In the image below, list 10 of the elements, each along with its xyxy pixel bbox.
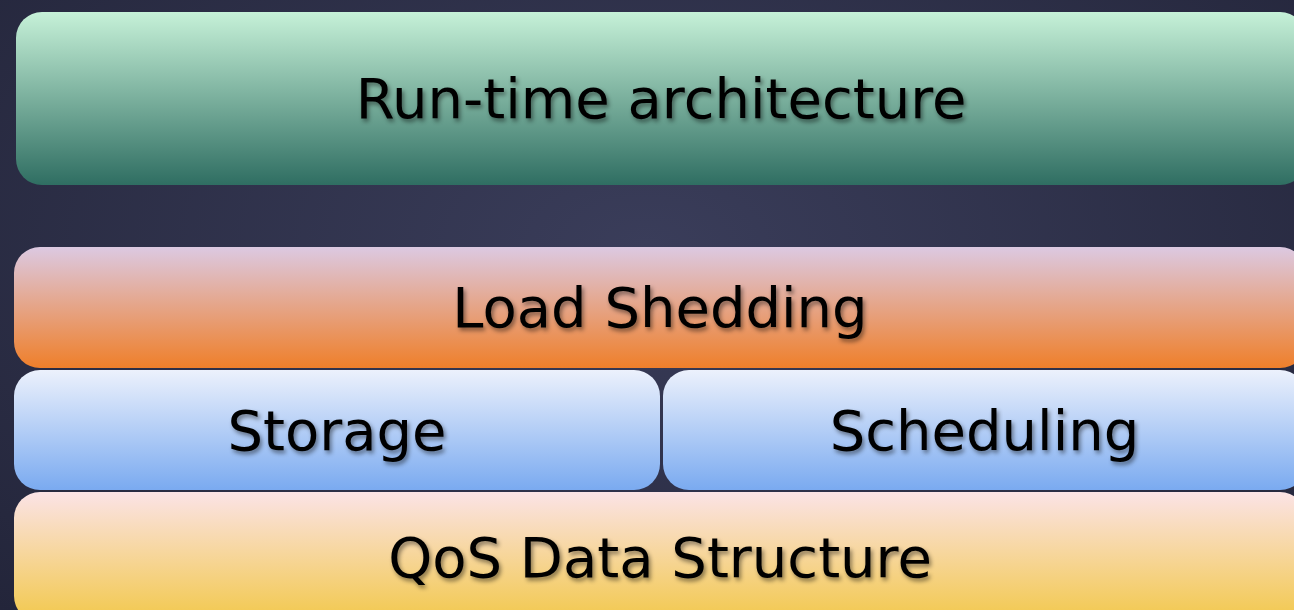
layer-label: QoS Data Structure <box>388 524 932 590</box>
layer-box <box>14 247 1294 368</box>
module-box <box>663 370 1294 490</box>
layer-label: Scheduling <box>829 397 1140 463</box>
layer-box <box>16 12 1294 185</box>
layer-label: Run-time architecture <box>355 66 967 131</box>
module-box <box>14 370 660 490</box>
layer-label: Load Shedding <box>452 275 868 340</box>
layer-box <box>14 492 1294 610</box>
layer-label: Storage <box>227 397 447 463</box>
